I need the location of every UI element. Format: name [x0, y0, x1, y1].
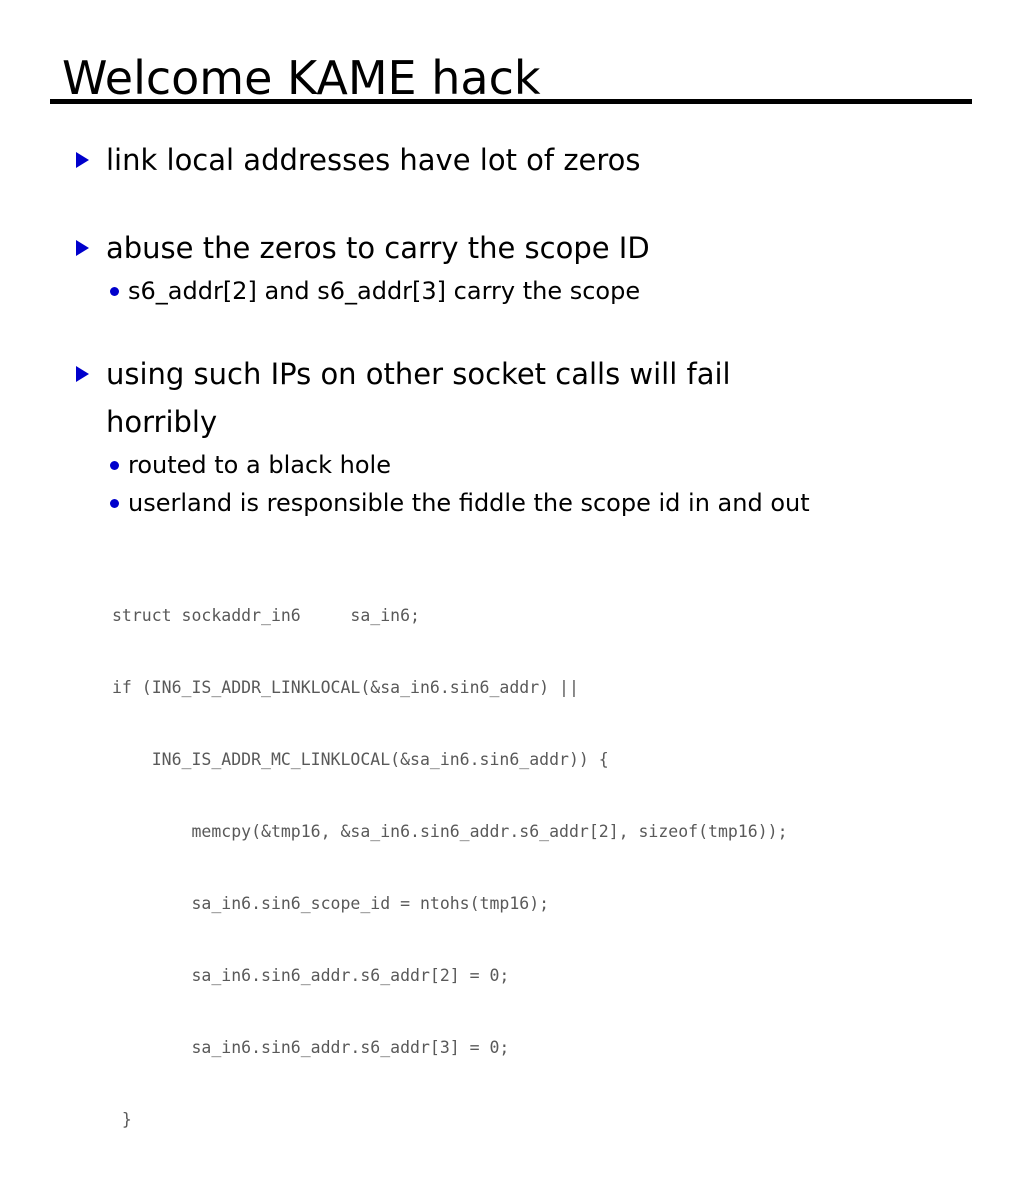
- code-line: sa_in6.sin6_addr.s6_addr[2] = 0;: [112, 966, 510, 985]
- code-line: struct sockaddr_in6 sa_in6;: [112, 606, 420, 625]
- code-line: IN6_IS_ADDR_MC_LINKLOCAL(&sa_in6.sin6_ad…: [112, 750, 609, 769]
- sub-bullet-item-3-1: routed to a black hole: [0, 446, 1024, 484]
- triangle-marker-icon: [76, 240, 89, 256]
- bullet-item-1-label: link local addresses have lot of zeros: [106, 143, 641, 177]
- code-line: sa_in6.sin6_scope_id = ntohs(tmp16);: [112, 894, 550, 913]
- bullet-item-3: using such IPs on other socket calls wil…: [0, 350, 1024, 446]
- code-line: sa_in6.sin6_addr.s6_addr[3] = 0;: [112, 1038, 510, 1057]
- code-line: memcpy(&tmp16, &sa_in6.sin6_addr.s6_addr…: [112, 822, 788, 841]
- page-title: Welcome KAME hack: [62, 51, 541, 105]
- code-line: if (IN6_IS_ADDR_LINKLOCAL(&sa_in6.sin6_a…: [112, 678, 579, 697]
- bullet-item-1: link local addresses have lot of zeros: [0, 136, 1024, 184]
- code-block: struct sockaddr_in6 sa_in6; if (IN6_IS_A…: [112, 556, 788, 1180]
- presentation-slide: Welcome KAME hack link local addresses h…: [0, 51, 1024, 1129]
- sub-bullet-item-3-1-label: routed to a black hole: [128, 451, 391, 479]
- spacer: [0, 184, 1024, 224]
- spacer: [0, 310, 1024, 350]
- sub-bullet-item-2-1: s6_addr[2] and s6_addr[3] carry the scop…: [0, 272, 1024, 310]
- triangle-marker-icon: [76, 152, 89, 168]
- dot-marker-icon: [110, 287, 119, 296]
- slide-body: link local addresses have lot of zeros a…: [0, 136, 1024, 522]
- dot-marker-icon: [110, 461, 119, 470]
- sub-bullet-item-3-2: userland is responsible the fiddle the s…: [0, 484, 1024, 522]
- bullet-item-2-label: abuse the zeros to carry the scope ID: [106, 231, 650, 265]
- sub-bullet-item-3-2-label: userland is responsible the fiddle the s…: [128, 489, 810, 517]
- code-line: }: [112, 1110, 132, 1129]
- dot-marker-icon: [110, 499, 119, 508]
- triangle-marker-icon: [76, 366, 89, 382]
- bullet-item-2: abuse the zeros to carry the scope ID: [0, 224, 1024, 272]
- bullet-item-3-label: using such IPs on other socket calls wil…: [106, 357, 731, 439]
- title-underline-rule: [50, 99, 972, 104]
- sub-bullet-item-2-1-label: s6_addr[2] and s6_addr[3] carry the scop…: [128, 277, 641, 305]
